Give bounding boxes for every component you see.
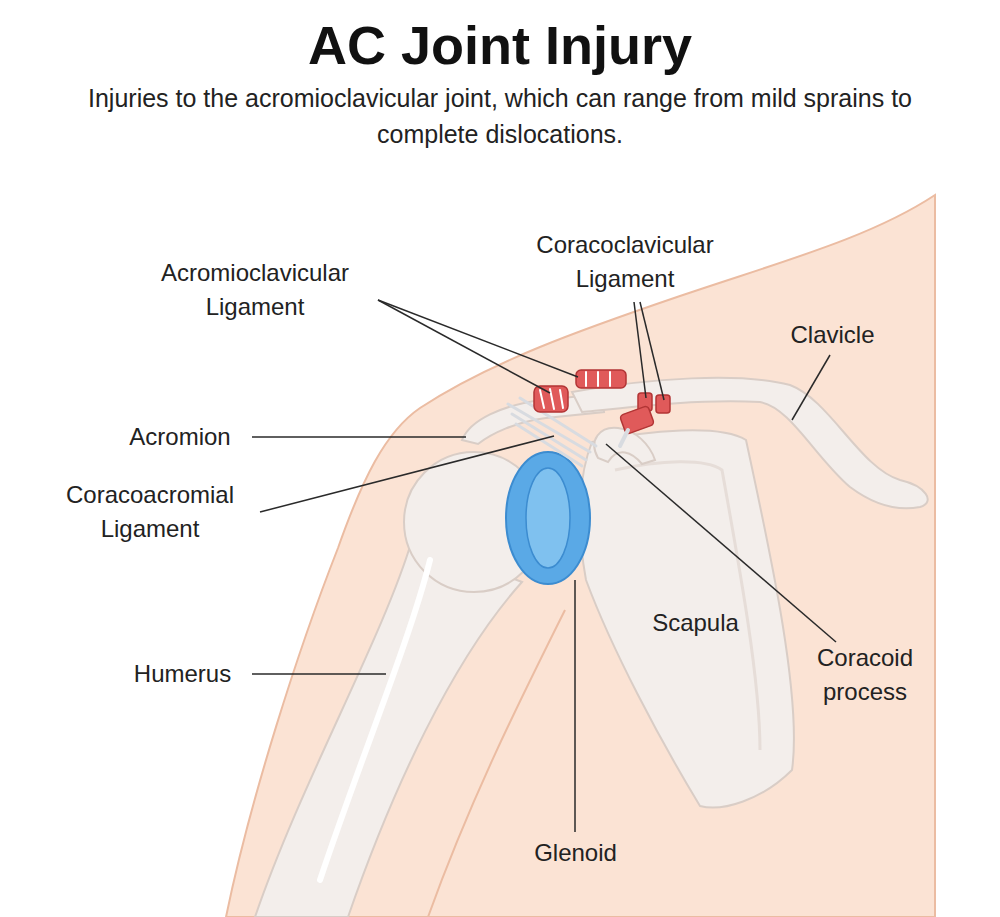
clavicle-bone xyxy=(572,378,928,508)
part-label: Acromioclavicular Ligament xyxy=(135,256,375,324)
leader-lines xyxy=(252,300,836,832)
skin-silhouette xyxy=(226,195,935,917)
scapula-shade xyxy=(615,462,760,750)
humerus-highlight xyxy=(320,560,430,880)
scapula-bone xyxy=(580,430,794,807)
coracoid-bone xyxy=(594,428,655,464)
part-label: Humerus xyxy=(115,657,250,691)
glenoid-inner xyxy=(526,468,570,568)
diagram-title: AC Joint Injury xyxy=(0,14,1000,76)
part-label: Glenoid xyxy=(518,836,633,870)
part-label: Coracoacromial Ligament xyxy=(40,478,260,546)
part-label: Acromion xyxy=(110,420,250,454)
part-label: Clavicle xyxy=(775,318,890,352)
part-label: Coracoclavicular Ligament xyxy=(510,228,740,296)
diagram-caption: Injuries to the acromioclavicular joint,… xyxy=(60,80,940,152)
cc-ligament-torn xyxy=(619,393,670,446)
part-label: Coracoid process xyxy=(790,641,940,709)
part-label: Scapula xyxy=(638,606,753,640)
glenoid-cartilage xyxy=(506,452,590,584)
humerus-shaft xyxy=(255,540,522,917)
